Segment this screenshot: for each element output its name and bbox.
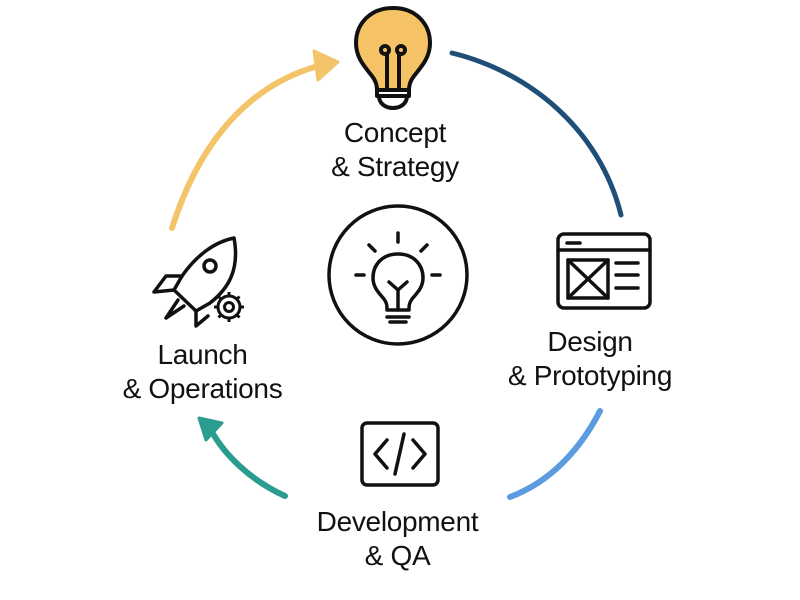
stage-label-design-prototyping: Design & Prototyping bbox=[480, 325, 700, 393]
arc-design-to-development bbox=[507, 408, 603, 500]
stage-label-line2: & Prototyping bbox=[507, 360, 673, 391]
arc-development-to-launch bbox=[197, 416, 288, 499]
stage-label-line1: Design bbox=[547, 326, 633, 357]
stage-label-line1: Development bbox=[316, 506, 479, 537]
stage-label-line2: & Strategy bbox=[331, 151, 459, 182]
arrowhead-icon bbox=[197, 416, 224, 442]
arc-concept-to-design bbox=[449, 50, 624, 218]
stage-label-development-qa: Development & QA bbox=[285, 505, 510, 573]
stage-label-concept-strategy: Concept & Strategy bbox=[300, 116, 490, 184]
stage-label-line1: Concept bbox=[343, 117, 447, 148]
stage-label-line1: Launch bbox=[157, 339, 248, 370]
arrowhead-icon bbox=[312, 49, 340, 82]
stage-label-launch-operations: Launch & Operations bbox=[95, 338, 310, 406]
gear-icon bbox=[214, 292, 244, 322]
stage-label-line2: & QA bbox=[364, 540, 431, 571]
stage-label-line2: & Operations bbox=[122, 373, 283, 404]
arc-launch-to-concept bbox=[169, 49, 340, 231]
